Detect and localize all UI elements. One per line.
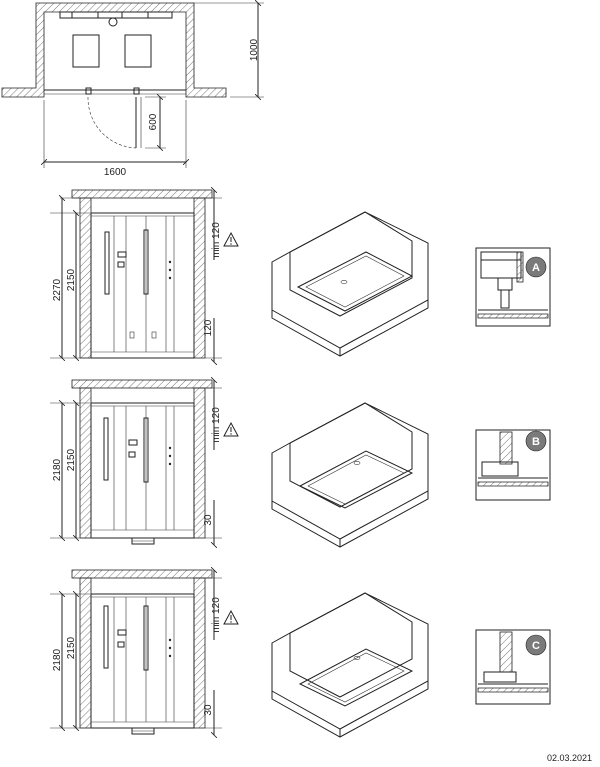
- warning-triangle-icon: [223, 609, 239, 625]
- detail-a-badge: [525, 256, 547, 278]
- detail-a-badge-label: A: [532, 262, 540, 274]
- elev3-inner: 2150: [66, 636, 77, 659]
- plan-width-label: 1600: [104, 167, 127, 178]
- elev2-inner: 2150: [66, 448, 77, 471]
- elev1-overall: 2270: [52, 278, 63, 301]
- elevation-1: 2270 2150 min 120 120: [50, 190, 239, 362]
- detail-c: C: [475, 629, 551, 705]
- footer-date: 02.03.2021: [546, 753, 592, 763]
- elevation-2: 2180 2150 min 120 30: [50, 380, 239, 545]
- elev1-bottom-gap: 120: [203, 319, 214, 336]
- elev2-overall: 2180: [52, 458, 63, 481]
- warning-triangle-icon: [223, 231, 239, 247]
- elev2-top-gap: min 120: [211, 407, 222, 443]
- elev1-top-gap: min 120: [211, 222, 222, 258]
- elev2-bottom-gap: 30: [203, 514, 214, 526]
- detail-c-badge: [525, 634, 547, 656]
- iso-tray-a: [271, 211, 429, 357]
- elev1-inner: 2150: [66, 268, 77, 291]
- detail-b-badge: [525, 430, 547, 452]
- detail-b-badge-label: B: [532, 436, 540, 448]
- detail-a: A: [475, 247, 551, 327]
- iso-tray-b: [271, 402, 429, 548]
- elev3-top-gap: min 120: [211, 597, 222, 633]
- plan-view: 1600 1000 600: [1, 3, 264, 178]
- plan-depth-label: 1000: [249, 38, 260, 61]
- iso-tray-c: [271, 592, 429, 738]
- detail-c-badge-label: C: [532, 640, 540, 652]
- elevation-3: 2180 2150 min 120 30: [50, 570, 239, 735]
- elev3-overall: 2180: [52, 648, 63, 671]
- detail-b: B: [475, 429, 551, 501]
- warning-triangle-icon: [223, 421, 239, 437]
- elev3-bottom-gap: 30: [203, 704, 214, 716]
- plan-door-label: 600: [148, 113, 159, 130]
